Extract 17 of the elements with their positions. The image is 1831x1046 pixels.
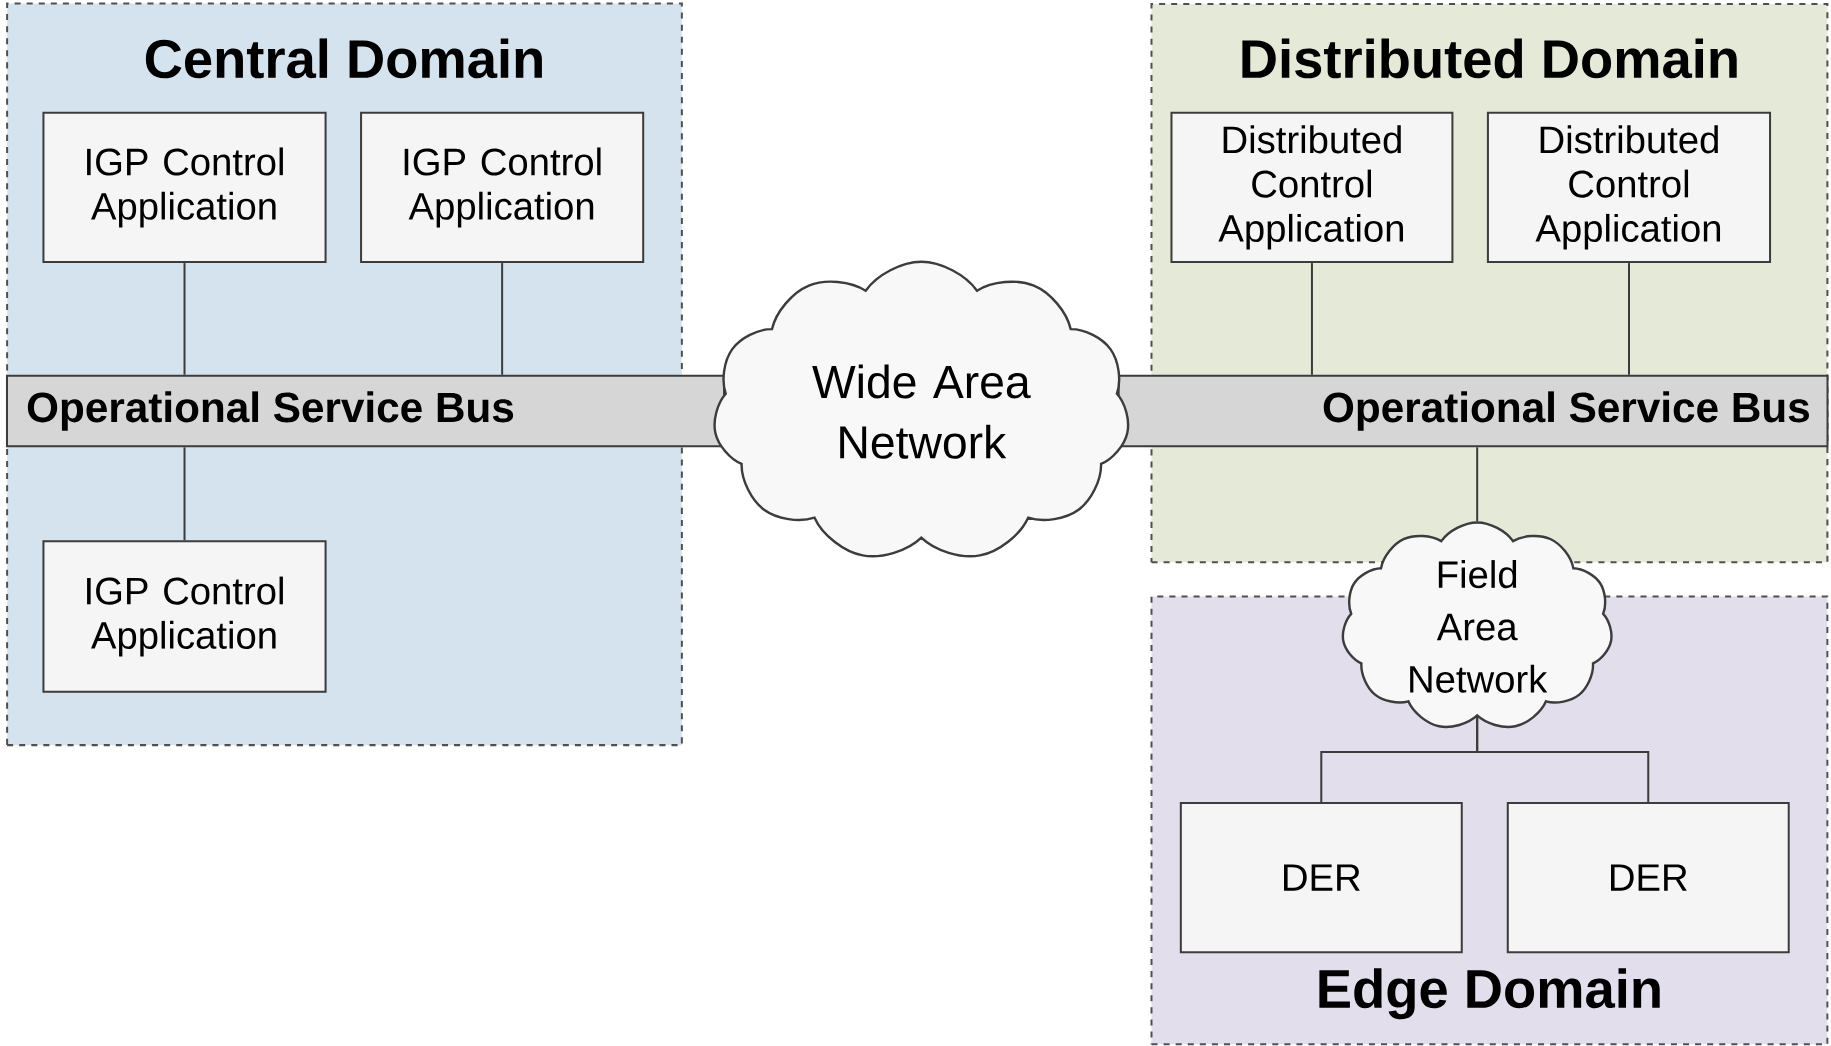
connector-line [1310,262,1313,375]
connector-line [1476,447,1479,522]
process-box: IGP Control Application [360,111,645,263]
process-box: Distributed Control Application [1170,111,1454,263]
connector-line [183,447,186,541]
connector-line [183,262,186,375]
connector-line [1476,716,1650,802]
network-cloud: Field Area Network [1341,521,1613,729]
process-box: Distributed Control Application [1486,111,1772,263]
process-box: DER [1179,801,1463,954]
process-box: DER [1506,801,1790,954]
connector-line [1627,262,1630,375]
network-cloud: Wide Area Network [713,260,1130,558]
bus-bar: Operational Service Bus [5,374,726,448]
process-box: IGP Control Application [42,111,327,263]
connector-line [501,262,504,375]
process-box: IGP Control Application [42,540,327,693]
